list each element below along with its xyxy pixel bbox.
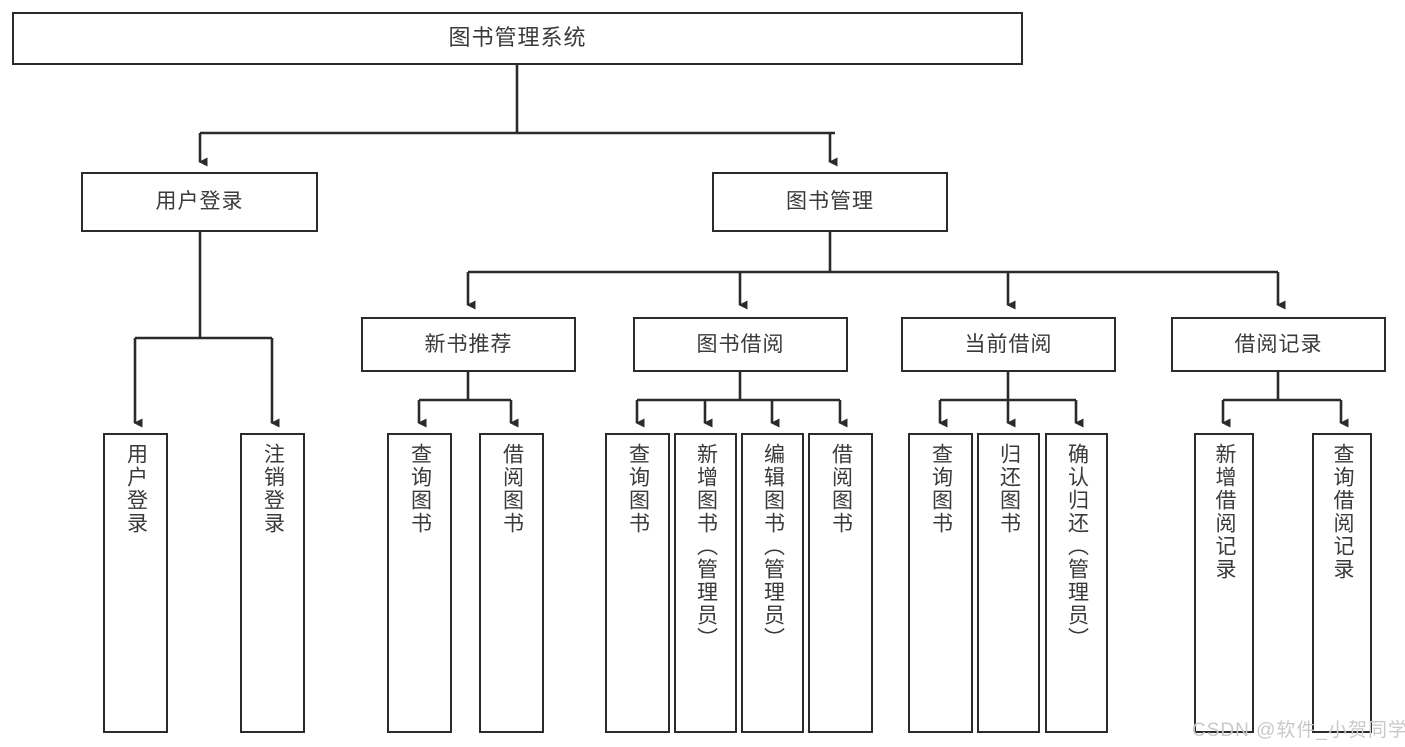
node-label: 借阅图书 <box>500 443 524 535</box>
node-label: 查询借阅记录 <box>1331 443 1355 581</box>
node-current-borrow[interactable]: 当前借阅 <box>901 317 1116 372</box>
leaf-user-login-logout[interactable]: 注销登录 <box>240 433 305 733</box>
node-label: 查询图书 <box>626 443 650 535</box>
node-label: 查询图书 <box>929 443 953 535</box>
leaf-new-book-borrow[interactable]: 借阅图书 <box>479 433 544 733</box>
node-label: 当前借阅 <box>964 332 1053 356</box>
node-book-management[interactable]: 图书管理 <box>712 172 948 232</box>
node-label: 查询图书 <box>408 443 432 535</box>
node-label: 新增借阅记录 <box>1213 443 1237 581</box>
node-user-login[interactable]: 用户登录 <box>81 172 318 232</box>
leaf-borrow-query-book[interactable]: 查询图书 <box>605 433 670 733</box>
leaf-new-book-query[interactable]: 查询图书 <box>387 433 452 733</box>
node-label: 图书借阅 <box>696 332 785 356</box>
node-root-system[interactable]: 图书管理系统 <box>12 12 1023 65</box>
node-borrow-record[interactable]: 借阅记录 <box>1171 317 1386 372</box>
leaf-borrow-edit-book-admin[interactable]: 编辑图书（管理员） <box>741 433 804 733</box>
node-new-book-recommend[interactable]: 新书推荐 <box>361 317 576 372</box>
node-label: 新书推荐 <box>424 332 513 356</box>
leaf-borrow-borrow-book[interactable]: 借阅图书 <box>808 433 873 733</box>
node-label: 借阅图书 <box>829 443 853 535</box>
node-label: 确认归还（管理员） <box>1065 443 1089 650</box>
node-label: 归还图书 <box>997 443 1021 535</box>
leaf-borrow-add-book-admin[interactable]: 新增图书（管理员） <box>674 433 737 733</box>
csdn-watermark: CSDN @软件_小贺同学 <box>1192 720 1405 741</box>
node-label: 注销登录 <box>261 443 285 535</box>
node-label: 用户登录 <box>124 443 148 535</box>
node-label: 图书管理 <box>786 190 874 214</box>
leaf-current-return-book[interactable]: 归还图书 <box>977 433 1040 733</box>
node-label: 借阅记录 <box>1234 332 1323 356</box>
leaf-record-query-record[interactable]: 查询借阅记录 <box>1312 433 1372 733</box>
node-book-borrow[interactable]: 图书借阅 <box>633 317 848 372</box>
leaf-current-query-book[interactable]: 查询图书 <box>908 433 973 733</box>
leaf-record-add-record[interactable]: 新增借阅记录 <box>1194 433 1254 733</box>
node-label: 新增图书（管理员） <box>694 443 718 650</box>
node-label: 图书管理系统 <box>448 25 587 51</box>
node-label: 用户登录 <box>155 190 244 214</box>
node-label: 编辑图书（管理员） <box>761 443 785 650</box>
leaf-current-confirm-return-admin[interactable]: 确认归还（管理员） <box>1045 433 1108 733</box>
leaf-user-login-login[interactable]: 用户登录 <box>103 433 168 733</box>
